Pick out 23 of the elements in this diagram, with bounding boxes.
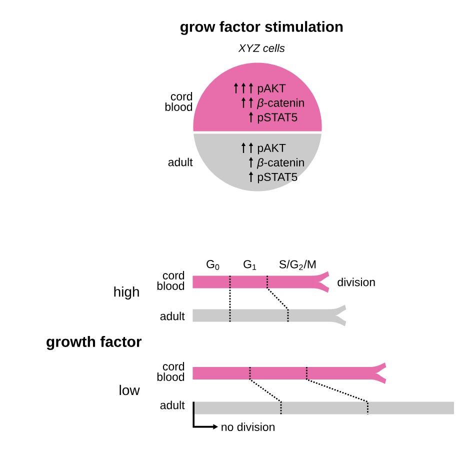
row-label: adult	[168, 158, 193, 166]
dotted-line	[266, 276, 289, 322]
cell-cycle-bar	[192, 362, 386, 384]
outcome-label: no division	[222, 422, 274, 431]
outcome-label: division	[338, 278, 375, 286]
row-label: cord blood	[165, 92, 192, 111]
row-label: adult	[160, 400, 185, 410]
cell-cycle-bar	[192, 304, 346, 326]
marker-list: pAKT β-catenin pSTAT5	[256, 84, 304, 124]
row-label: adult	[160, 312, 185, 320]
marker-list: pAKT β-catenin pSTAT5	[256, 144, 304, 184]
dotted-line	[249, 367, 282, 414]
title: grow factor stimulation	[180, 21, 343, 35]
group-heading: growth factor	[46, 336, 142, 350]
row-label: cord blood	[157, 362, 184, 381]
condition-label: high	[114, 286, 139, 300]
condition-label: low	[120, 384, 140, 396]
cell-cycle-bar	[192, 402, 454, 414]
cell-cycle-bar	[192, 271, 330, 293]
row-label: cord blood	[157, 271, 184, 290]
dotted-line	[229, 276, 231, 322]
dotted-line	[306, 367, 368, 414]
subtitle: XYZ cells	[238, 44, 285, 52]
